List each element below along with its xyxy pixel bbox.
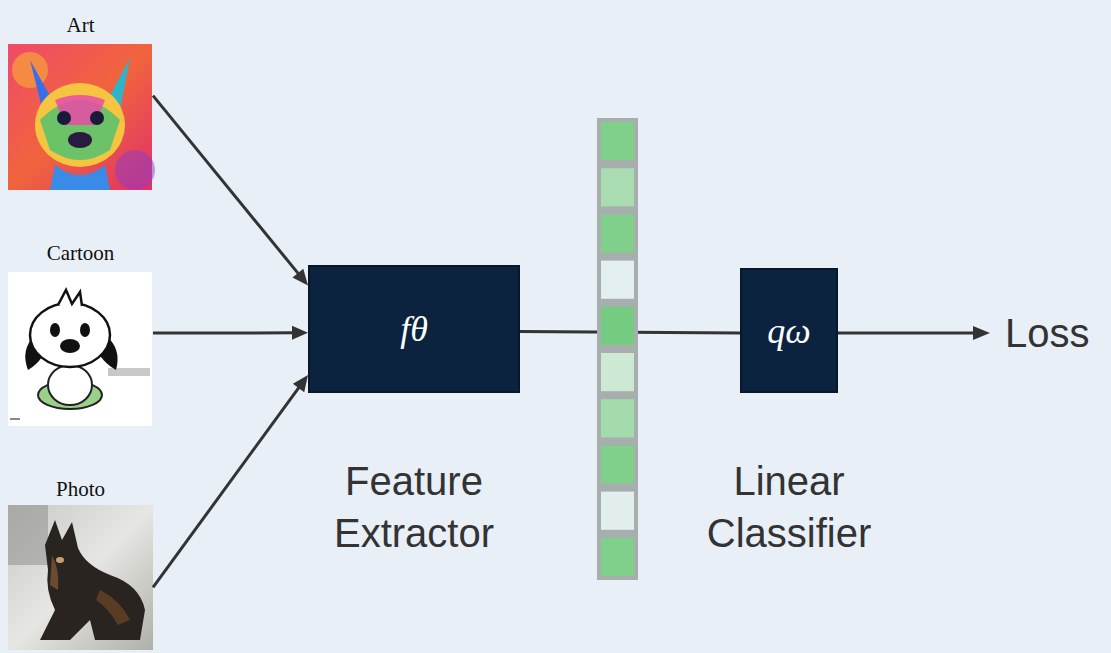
- arrowhead: [292, 269, 308, 286]
- domain-image: Art: [8, 12, 153, 190]
- vector-cell: [601, 538, 634, 576]
- block-symbol: qω: [767, 310, 810, 352]
- connector: [153, 375, 308, 587]
- vector-cell: [601, 399, 634, 437]
- model-block: qωLinear Classifier: [740, 268, 838, 393]
- vector-cell: [601, 307, 634, 345]
- block-caption: Linear Classifier: [669, 455, 909, 559]
- vector-cell: [601, 214, 634, 252]
- arrowhead: [293, 375, 308, 392]
- photo-picture: [8, 505, 153, 650]
- cartoon-picture: [8, 272, 152, 426]
- connector: [153, 326, 308, 340]
- block-caption: Feature Extractor: [294, 455, 534, 559]
- block-symbol: fθ: [400, 308, 428, 350]
- arrowhead: [292, 326, 308, 340]
- domain-image: Cartoon: [8, 240, 153, 426]
- connector: [153, 96, 308, 286]
- output-arrow: [838, 326, 990, 340]
- domain-label: Cartoon: [8, 240, 153, 266]
- connector-line: [153, 96, 299, 275]
- vector-cell: [601, 445, 634, 483]
- vector-cell: [601, 261, 634, 299]
- domain-label: Art: [8, 12, 153, 38]
- model-block: fθFeature Extractor: [308, 265, 520, 393]
- connector-line: [520, 332, 740, 333]
- art-picture: [8, 44, 155, 190]
- vector-frame: [597, 118, 638, 580]
- vector-cell: [601, 122, 634, 160]
- output-label: Loss: [1005, 309, 1090, 357]
- vector-cell: [601, 353, 634, 391]
- domain-image: Photo: [8, 476, 153, 650]
- connector-line: [153, 331, 294, 334]
- vector-cell: [601, 168, 634, 206]
- connector: [520, 332, 740, 333]
- vector-cell: [601, 492, 634, 530]
- domain-label: Photo: [8, 476, 153, 502]
- connector-line: [153, 386, 300, 587]
